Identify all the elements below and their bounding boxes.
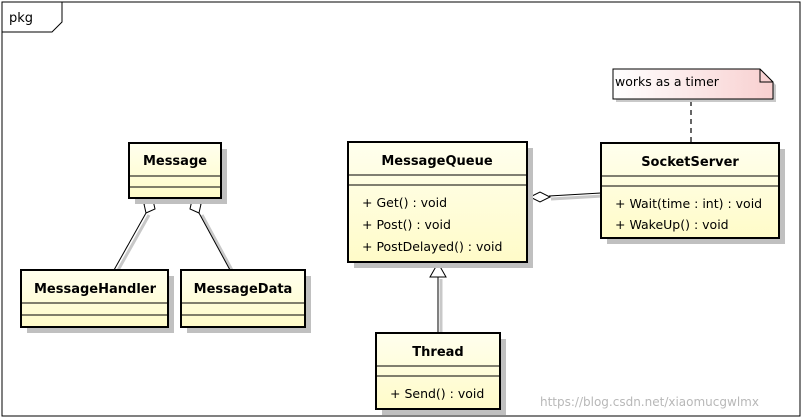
note-text: works as a timer xyxy=(615,74,720,89)
member-wait: + Wait(time : int) : void xyxy=(615,196,762,211)
note-fold xyxy=(759,69,773,83)
member-get: + Get() : void xyxy=(362,195,447,210)
class-messagehandler: MessageHandler xyxy=(20,269,174,333)
watermark-text: https://blog.csdn.net/xiaomucgwlmx xyxy=(540,395,759,409)
generalization-arrowhead xyxy=(429,261,447,278)
class-name-thread: Thread xyxy=(412,345,463,360)
package-label: pkg xyxy=(9,11,33,26)
class-messagequeue: MessageQueue + Get() : void + Post() : v… xyxy=(347,141,533,268)
member-post: + Post() : void xyxy=(362,217,451,232)
class-name-messagequeue: MessageQueue xyxy=(381,154,493,169)
member-wakeup: + WakeUp() : void xyxy=(615,217,729,232)
class-thread: Thread + Send() : void xyxy=(375,332,506,415)
package-tab xyxy=(1,1,63,33)
class-name-messagehandler: MessageHandler xyxy=(34,282,157,297)
aggregation-diamond-queue xyxy=(528,191,552,203)
class-message: Message xyxy=(128,142,227,204)
aggregation-socketserver-messagequeue xyxy=(528,191,604,203)
class-name-messagedata: MessageData xyxy=(194,282,293,297)
class-socketserver: SocketServer + Wait(time : int) : void +… xyxy=(600,142,785,244)
class-name-message: Message xyxy=(143,154,207,169)
member-send: + Send() : void xyxy=(390,386,484,401)
member-postdelayed: + PostDelayed() : void xyxy=(362,239,502,254)
note: works as a timer xyxy=(612,68,776,102)
class-name-socketserver: SocketServer xyxy=(641,155,739,170)
class-messagedata: MessageData xyxy=(180,269,311,333)
generalization-thread-messagequeue xyxy=(429,261,447,335)
